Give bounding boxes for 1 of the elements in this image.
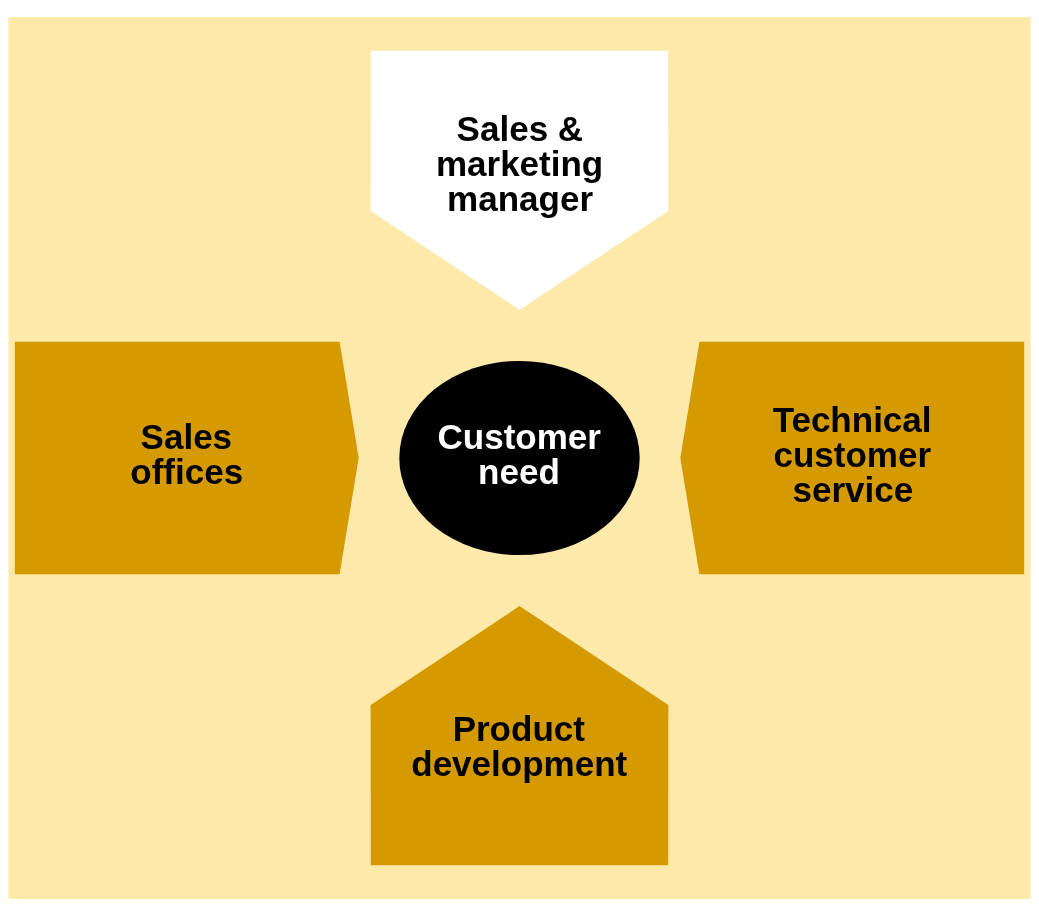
node-ellipse: Customer need [399,360,640,556]
